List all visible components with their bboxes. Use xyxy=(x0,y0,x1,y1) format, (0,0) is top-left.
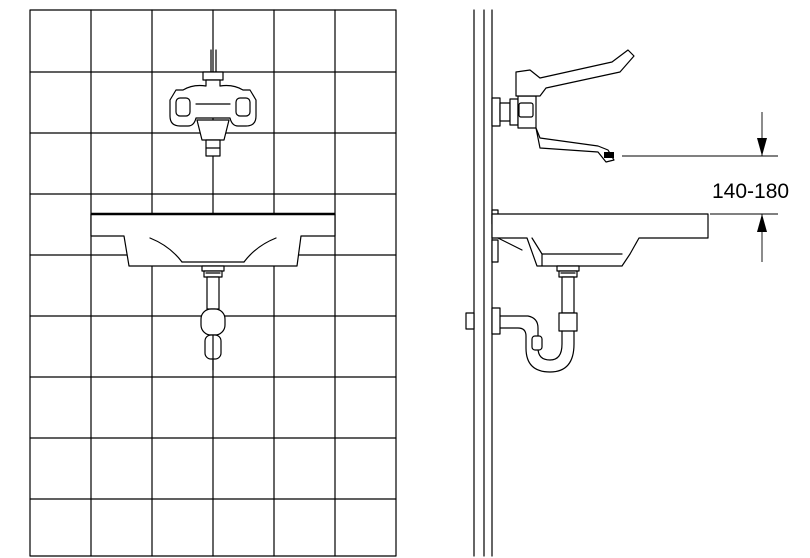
front-view xyxy=(29,9,397,557)
side-view: 140-180 xyxy=(465,9,789,557)
side-wall xyxy=(465,9,501,557)
dimension-arrow-down-icon xyxy=(757,138,767,156)
side-faucet xyxy=(499,49,635,163)
height-dimension: 140-180 xyxy=(622,112,789,262)
front-drain-trap xyxy=(200,265,226,371)
side-basin xyxy=(491,213,709,267)
front-faucet xyxy=(169,49,257,157)
front-basin xyxy=(90,212,336,267)
dimension-label: 140-180 xyxy=(712,180,789,203)
side-drain-trap xyxy=(499,265,580,373)
dimension-arrow-up-icon xyxy=(757,214,767,232)
front-tile-wall xyxy=(29,9,397,557)
